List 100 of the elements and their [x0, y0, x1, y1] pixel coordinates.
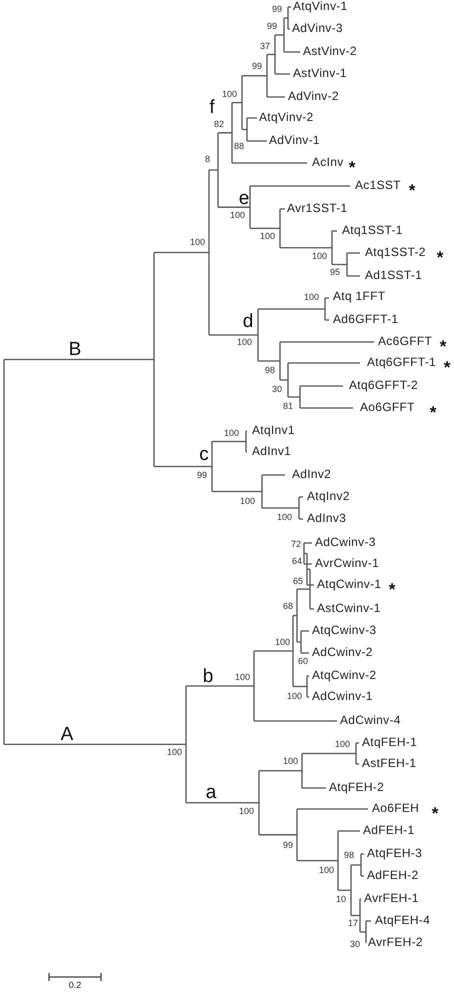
taxon-label: AdFEH-1: [363, 824, 414, 836]
bootstrap-value: 64: [292, 557, 302, 566]
taxon-label: Atq6GFFT-1: [367, 356, 436, 368]
taxon-label: Ac6GFFT: [378, 335, 432, 348]
bootstrap-value: 37: [260, 42, 270, 52]
taxon-label: AdInv1: [252, 445, 292, 458]
bootstrap-value: 100: [167, 748, 182, 758]
taxon-label: Ao6FEH: [372, 802, 420, 814]
taxon-label: AstCwinv-1: [317, 602, 381, 614]
taxon-label: AdInv2: [292, 468, 332, 480]
clade-letter: A: [60, 724, 74, 744]
bootstrap-value: 100: [319, 866, 334, 876]
taxon-label: AtqCwinv-2: [312, 669, 376, 682]
bootstrap-value: 100: [335, 740, 350, 750]
bootstrap-value: 100: [190, 238, 206, 248]
clade-letter: c: [199, 444, 209, 464]
bootstrap-value: 60: [298, 657, 308, 666]
taxon-label: AvrFEH-1: [364, 892, 419, 904]
bootstrap-value: 82: [214, 120, 224, 130]
taxon-label: AdCwinv-4: [340, 714, 401, 726]
clade-letter: f: [209, 98, 215, 117]
bootstrap-value: 99: [272, 5, 282, 14]
bootstrap-value: 30: [350, 940, 360, 950]
bootstrap-value: 98: [344, 851, 354, 860]
taxon-label: AstVinv-1: [293, 67, 347, 80]
bootstrap-value: 72: [291, 540, 302, 550]
taxon-label: Ao6GFFT: [360, 401, 415, 414]
bootstrap-value: 98: [265, 366, 276, 376]
taxon-label: AtqInv1: [252, 424, 295, 436]
asterisk-mark: *: [444, 359, 450, 376]
taxon-label: AdInv3: [307, 512, 346, 524]
bootstrap-value: 65: [293, 577, 304, 586]
bootstrap-value: 100: [287, 692, 302, 702]
bootstrap-value: 100: [222, 90, 238, 100]
bootstrap-value: 100: [237, 338, 252, 348]
asterisk-mark: *: [348, 159, 356, 176]
taxon-label: AtqCwinv-3: [312, 624, 376, 636]
bootstrap-value: 88: [234, 142, 244, 152]
taxon-label: Atq 1FFT: [333, 290, 386, 302]
taxon-label: Atq6GFFT-2: [349, 379, 418, 392]
taxon-label: AdCwinv-2: [312, 646, 373, 658]
taxon-label: AdFEH-2: [367, 869, 418, 882]
asterisk-mark: *: [388, 581, 396, 598]
bootstrap-value: 100: [312, 252, 328, 262]
taxon-label: AdCwinv-1: [312, 690, 373, 702]
taxon-label: AstFEH-1: [362, 757, 416, 770]
taxon-label: AstVinv-2: [303, 45, 357, 58]
bootstrap-value: 10: [336, 895, 346, 904]
taxon-label: AvrCwinv-1: [315, 557, 380, 570]
bootstrap-value: 99: [283, 841, 294, 850]
taxon-label: AcInv: [312, 156, 344, 168]
taxon-label: AtqFEH-4: [375, 914, 430, 926]
taxon-label: Ac1SST: [355, 179, 401, 192]
asterisk-mark: *: [408, 182, 416, 200]
bootstrap-value: 100: [304, 293, 320, 302]
bootstrap-value: 100: [277, 513, 292, 522]
clade-letter: e: [238, 188, 250, 208]
bootstrap-value: 100: [283, 757, 298, 766]
bootstrap-value: 8: [205, 155, 210, 164]
taxon-label: AdVinv-1: [269, 134, 320, 146]
taxon-label: Atq1SST-1: [342, 224, 403, 236]
clade-letter: a: [206, 782, 216, 802]
bootstrap-value: 100: [224, 429, 240, 438]
taxon-label: AtqFEH-1: [362, 736, 418, 748]
clade-letter: d: [242, 312, 254, 331]
bootstrap-value: 95: [330, 268, 340, 278]
bootstrap-value: 99: [252, 62, 262, 72]
bootstrap-value: 99: [197, 471, 208, 480]
bootstrap-value: 100: [235, 673, 250, 682]
bootstrap-value: 99: [267, 22, 278, 32]
taxon-label: AvrFEH-2: [368, 936, 423, 948]
taxon-label: Ad1SST-1: [365, 269, 422, 282]
bootstrap-value: 100: [239, 807, 254, 816]
asterisk-mark: *: [432, 805, 438, 822]
taxon-label: AdCwinv-3: [315, 536, 376, 548]
taxon-label: AdVinv-2: [288, 90, 339, 102]
clade-letter: B: [68, 340, 82, 359]
asterisk-mark: *: [440, 338, 446, 356]
taxon-label: Avr1SST-1: [287, 202, 348, 214]
bootstrap-value: 100: [260, 232, 276, 242]
taxon-label: AtqVinv-1: [293, 0, 348, 12]
bootstrap-value: 17: [348, 919, 358, 928]
taxon-label: AtqVinv-2: [259, 111, 314, 124]
bootstrap-value: 30: [272, 385, 282, 394]
taxon-label: AtqFEH-2: [329, 781, 384, 794]
bootstrap-value: 100: [230, 211, 246, 220]
scale-value: 0.2: [68, 981, 82, 990]
taxon-label: AdVinv-3: [292, 22, 343, 34]
bootstrap-value: 68: [283, 602, 294, 612]
taxon-label: AtqInv2: [307, 490, 350, 502]
taxon-label: Atq1SST-2: [365, 246, 426, 258]
bootstrap-value: 100: [275, 638, 290, 648]
taxon-label: AtqCwinv-1: [317, 578, 382, 590]
taxon-label: Ad6GFFT-1: [333, 313, 398, 326]
bootstrap-value: 81: [283, 402, 294, 412]
bootstrap-value: 100: [240, 497, 256, 506]
clade-letter: b: [202, 666, 214, 686]
asterisk-mark: *: [430, 404, 436, 422]
taxon-label: AtqFEH-3: [367, 847, 422, 860]
asterisk-mark: *: [436, 249, 444, 266]
